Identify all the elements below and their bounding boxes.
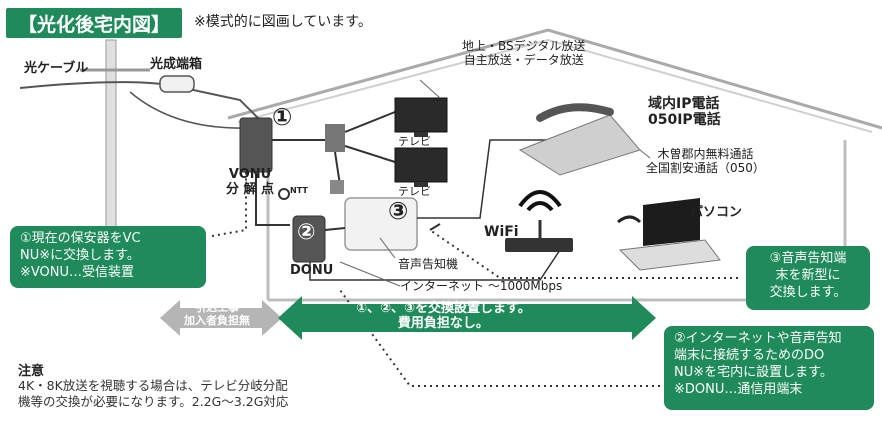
leader-vonu [211, 172, 247, 237]
label-internet: インターネット ～1000Mbps [400, 279, 563, 293]
vonu-device [239, 117, 273, 173]
label-tv-bottom: テレビ [398, 185, 431, 198]
label-voice-device: 音声告知機 [398, 257, 459, 271]
fiber-cable-line [19, 81, 261, 121]
ip-phone [518, 114, 641, 176]
callout-donu-text: ②インターネットや音声告知 端末に接続するためのDO NU※を宅内に設置します。… [674, 331, 842, 397]
label-broadcast: 地上・BSデジタル放送 自主放送・データ放送 [462, 39, 586, 67]
page-title: 【光化後宅内図】 [6, 8, 182, 38]
main-arrow-band [278, 296, 656, 340]
leader-voice [429, 229, 738, 279]
label-call-info: 木曽郡内無料通話 全国割安通話（050） [646, 147, 765, 175]
callout-vonu-text: ①現在の保安器をVC NU※に交換します。 ※VONU…受信装置 [20, 231, 141, 280]
donu-device [292, 215, 326, 263]
note-heading: 注意 [18, 364, 45, 379]
label-pc: パソコン [690, 205, 743, 220]
label-donu: DONU [290, 263, 334, 278]
callout-vonu: ①現在の保安器をVC NU※に交換します。 ※VONU…受信装置 [10, 226, 206, 288]
tv-top [394, 97, 448, 133]
note-body: 4K・8K放送を視聴する場合は、テレビ分岐分配 機等の交換が必要になります。2.… [18, 378, 289, 410]
callout-voice-text: ③音声告知端 末を新型に 交換します。 [769, 251, 847, 300]
label-vonu: VONU 分 解 点 [226, 167, 275, 197]
voice-notification-device [344, 197, 418, 251]
wifi-router [505, 238, 573, 252]
label-fiber-box: 光成端箱 [150, 57, 203, 72]
left-band-text: 引込工事 加入者負担無 [184, 301, 250, 327]
callout-voice: ③音声告知端 末を新型に 交換します。 [746, 246, 870, 310]
label-tv-top: テレビ [398, 135, 431, 148]
marker-3: ③ [388, 197, 409, 225]
label-fiber-cable: 光ケーブル [24, 61, 89, 76]
callout-donu: ②インターネットや音声告知 端末に接続するためのDO NU※を宅内に設置します。… [664, 326, 874, 410]
label-ntt: NTT [290, 186, 308, 195]
marker-1: ① [272, 103, 293, 131]
label-ip-phone: 域内IP電話 050IP電話 [648, 96, 721, 129]
marker-2: ② [297, 220, 316, 245]
splitter-box [325, 124, 345, 152]
laptop [643, 198, 700, 246]
left-arrow-band [160, 300, 282, 336]
label-wifi: WiFi [484, 224, 519, 240]
subtitle-note: ※模式的に図画しています。 [194, 14, 372, 30]
house-roof [227, 28, 882, 130]
tv-bottom [394, 147, 448, 183]
fiber-box [159, 75, 195, 93]
main-band-text: ①、②、③を交換設置します。 費用負担なし。 [356, 301, 531, 331]
